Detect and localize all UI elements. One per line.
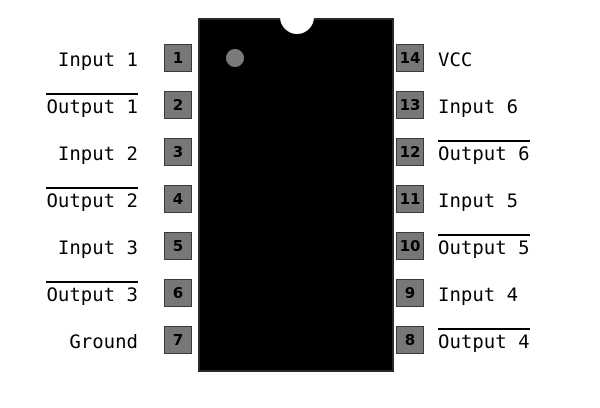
pin-10: 10 (396, 232, 424, 260)
pin-10-label: Output 5 (438, 234, 530, 259)
pin-14-label: VCC (438, 49, 473, 71)
pin1-indicator-dot (226, 49, 244, 67)
pin-1-label: Input 1 (57, 49, 138, 71)
pin-6: 6 (164, 279, 192, 307)
pin-8-label: Output 4 (438, 328, 530, 353)
pin-11: 11 (396, 185, 424, 213)
pin-12: 12 (396, 138, 424, 166)
pin-1: 1 (164, 44, 192, 72)
pin-9-label: Input 4 (438, 284, 519, 306)
pin-11-label: Input 5 (438, 190, 519, 212)
pin-2: 2 (164, 91, 192, 119)
pin-8: 8 (396, 326, 424, 354)
pin-5-label: Input 3 (57, 237, 138, 259)
pin-13: 13 (396, 91, 424, 119)
pin-3: 3 (164, 138, 192, 166)
pin-13-label: Input 6 (438, 96, 519, 118)
pin-6-label: Output 3 (46, 281, 138, 306)
pin-7-label: Ground (69, 331, 138, 353)
chip-notch (280, 0, 314, 34)
pin-4: 4 (164, 185, 192, 213)
pin-12-label: Output 6 (438, 140, 530, 165)
pin-9: 9 (396, 279, 424, 307)
ic-chip-body (198, 0, 394, 372)
pin-4-label: Output 2 (46, 187, 138, 212)
pin-3-label: Input 2 (57, 143, 138, 165)
pin-14: 14 (396, 44, 424, 72)
pin-2-label: Output 1 (46, 93, 138, 118)
pin-7: 7 (164, 326, 192, 354)
pin-5: 5 (164, 232, 192, 260)
